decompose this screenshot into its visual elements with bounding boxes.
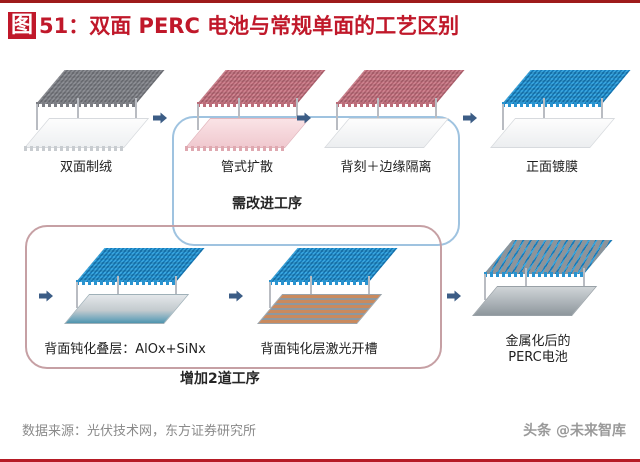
cell-top-plate xyxy=(336,70,465,104)
cell-bottom-slab xyxy=(257,294,383,324)
cell-bottom-slab xyxy=(185,118,311,148)
source-note: 数据来源：光伏技术网，东方证券研究所 xyxy=(22,424,257,439)
cell-post xyxy=(502,104,504,130)
cell-metallized-perc: 金属化后的 PERC电池 xyxy=(470,238,613,365)
cell-top-teeth xyxy=(336,102,436,107)
cell-top-plate xyxy=(36,70,165,104)
cell-post xyxy=(296,98,298,124)
cell-bottom-slab xyxy=(64,294,190,324)
cell-post xyxy=(197,104,199,130)
cell-post xyxy=(135,98,137,124)
cell-back-etch: 背刻＋边缘隔离 xyxy=(322,68,465,175)
page-title: 51：双面 PERC 电池与常规单面的工艺区别 xyxy=(39,14,460,38)
group-box-improve xyxy=(172,116,460,246)
cell-top-teeth xyxy=(484,272,584,277)
arrow-right-icon xyxy=(446,288,462,304)
cell-bottom-teeth xyxy=(185,146,285,151)
cell-post xyxy=(601,98,603,124)
cell-label-tube-diffusion: 管式扩散 xyxy=(220,160,273,175)
cell-tube-diffusion: 管式扩散 xyxy=(183,68,326,175)
cell-laser-grooving: 背面钝化层激光开槽 xyxy=(255,246,398,357)
cell-rear-passivation: 背面钝化叠层：AlOx+SiNx xyxy=(44,246,206,357)
cell-top-teeth xyxy=(197,102,297,107)
figure-footer: 数据来源：光伏技术网，东方证券研究所 头条 @未来智库 xyxy=(0,406,640,462)
cell-top-teeth xyxy=(36,102,136,107)
cell-post xyxy=(484,274,486,300)
arrow-right-icon xyxy=(462,110,478,126)
cell-front-coating: 正面镀膜 xyxy=(488,68,631,175)
cell-top-plate xyxy=(502,70,631,104)
cell-bottom-slab xyxy=(490,118,616,148)
diagram-canvas: 需改进工序 增加2道工序 双面制绒 xyxy=(0,48,640,406)
cell-post xyxy=(435,98,437,124)
footer-bottom-rule xyxy=(0,459,640,462)
watermark: 头条 @未来智库 xyxy=(523,423,626,439)
arrow-right-icon xyxy=(152,110,168,126)
cell-post xyxy=(77,98,79,124)
cell-top-plate xyxy=(76,248,205,282)
cell-top-teeth xyxy=(269,280,369,285)
cell-post xyxy=(543,98,545,124)
figure-title-row: 图 51：双面 PERC 电池与常规单面的工艺区别 xyxy=(0,8,640,42)
cell-post xyxy=(310,276,312,302)
cell-bottom-slab xyxy=(472,286,598,316)
cell-label-laser-grooving: 背面钝化层激光开槽 xyxy=(260,342,378,357)
cell-label-texturing: 双面制绒 xyxy=(59,160,112,175)
cell-top-teeth xyxy=(76,280,176,285)
cell-post xyxy=(583,268,585,294)
cell-top-plate xyxy=(269,248,398,282)
cell-top-plate xyxy=(197,70,326,104)
cell-post xyxy=(76,282,78,308)
cell-post xyxy=(377,98,379,124)
cell-post xyxy=(238,98,240,124)
arrow-right-icon xyxy=(38,288,54,304)
group-caption-add: 增加2道工序 xyxy=(180,371,260,387)
header-top-rule xyxy=(0,0,640,3)
cell-post xyxy=(175,276,177,302)
cell-texturing: 双面制绒 xyxy=(22,68,165,175)
cell-top-plate xyxy=(484,240,613,274)
cell-label-front-coating: 正面镀膜 xyxy=(525,160,578,175)
cell-post xyxy=(525,268,527,294)
cell-top-teeth xyxy=(502,102,602,107)
cell-bottom-slab xyxy=(324,118,450,148)
cell-label-rear-passivation: 背面钝化叠层：AlOx+SiNx xyxy=(44,342,206,357)
cell-label-back-etch: 背刻＋边缘隔离 xyxy=(340,160,432,175)
cell-bottom-slab xyxy=(24,118,150,148)
group-caption-improve: 需改进工序 xyxy=(232,196,302,212)
cell-post xyxy=(336,104,338,130)
cell-post xyxy=(368,276,370,302)
cell-post xyxy=(269,282,271,308)
cell-post xyxy=(36,104,38,130)
cell-label-metallized-perc-line1: 金属化后的 xyxy=(505,334,571,349)
figure-badge: 图 xyxy=(8,11,37,39)
group-box-add xyxy=(25,225,442,369)
cell-label-metallized-perc-line2: PERC电池 xyxy=(508,350,568,365)
cell-post xyxy=(117,276,119,302)
arrow-right-icon xyxy=(228,288,244,304)
cell-bottom-teeth xyxy=(24,146,124,151)
arrow-right-icon xyxy=(296,110,312,126)
